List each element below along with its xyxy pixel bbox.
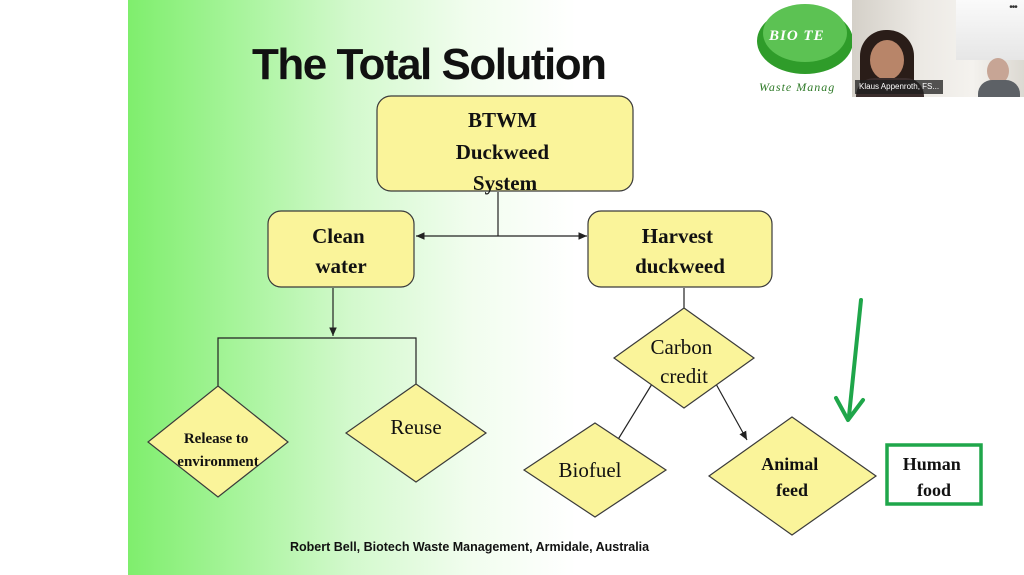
box-clean-water: Clean water <box>267 210 415 288</box>
reuse-label: Reuse <box>390 415 441 439</box>
diamond-reuse: Reuse <box>344 383 488 483</box>
diamond-release-to-environment: Release to environment <box>147 385 289 498</box>
svg-text:Release to environment: Release to environment <box>177 431 258 470</box>
diamond-animal-feed: Animal feed <box>707 416 878 536</box>
system-line-3: System <box>473 171 538 195</box>
box-btwm-system: BTWM Duckweed System <box>376 95 634 195</box>
diamond-carbon-credit: Carbon credit <box>612 307 756 409</box>
participant-video-tile[interactable]: Klaus Appenroth, FS... ••• <box>852 0 1024 97</box>
carbon-line-1: Carbon <box>650 335 712 359</box>
connector-clean-branches <box>217 337 417 386</box>
arrow-to-animal-feed <box>715 383 748 441</box>
svg-text:Human food: Human food <box>903 454 966 500</box>
svg-text:Reuse: Reuse <box>390 415 441 439</box>
carbon-line-2: credit <box>660 364 708 388</box>
logo-text: BIO TE <box>769 28 825 44</box>
human-line-1: Human <box>903 454 961 474</box>
svg-text:Animal feed: Animal feed <box>761 454 823 500</box>
human-line-2: food <box>917 480 951 500</box>
svg-text:Biofuel: Biofuel <box>559 458 622 482</box>
system-line-1: BTWM <box>468 108 537 132</box>
participant-name-label: Klaus Appenroth, FS... <box>855 80 944 94</box>
connectors <box>217 192 748 447</box>
release-line-1: Release to <box>184 431 249 447</box>
biotech-logo: BIO TE Waste Manag <box>755 0 855 97</box>
more-options-icon[interactable]: ••• <box>1009 2 1018 13</box>
slide-title: The Total Solution <box>252 40 607 89</box>
arrow-to-biofuel <box>613 383 653 447</box>
clean-line-1: Clean <box>312 224 365 248</box>
system-line-2: Duckweed <box>456 140 550 164</box>
svg-text:Clean water: Clean water <box>312 224 370 278</box>
harvest-line-2: duckweed <box>635 254 725 278</box>
slide-footer: Robert Bell, Biotech Waste Management, A… <box>290 540 650 554</box>
svg-text:Harvest duckweed: Harvest duckweed <box>635 224 725 278</box>
participant-video-background-person <box>987 58 1009 84</box>
svg-text:Carbon credit: Carbon credit <box>650 335 717 388</box>
diamond-biofuel: Biofuel <box>522 422 668 518</box>
harvest-line-1: Harvest <box>642 224 713 248</box>
animal-line-2: feed <box>776 480 808 500</box>
release-line-2: environment <box>177 454 258 470</box>
animal-line-1: Animal <box>761 454 818 474</box>
svg-text:BTWM Duckweed: BTWM Duckweed System <box>456 108 555 195</box>
biofuel-label: Biofuel <box>559 458 622 482</box>
clean-line-2: water <box>315 254 366 278</box>
logo-subtitle: Waste Manag <box>759 80 836 94</box>
green-annotation-arrow <box>834 298 865 422</box>
box-human-food: Human food <box>885 443 983 506</box>
box-harvest-duckweed: Harvest duckweed <box>587 210 773 288</box>
